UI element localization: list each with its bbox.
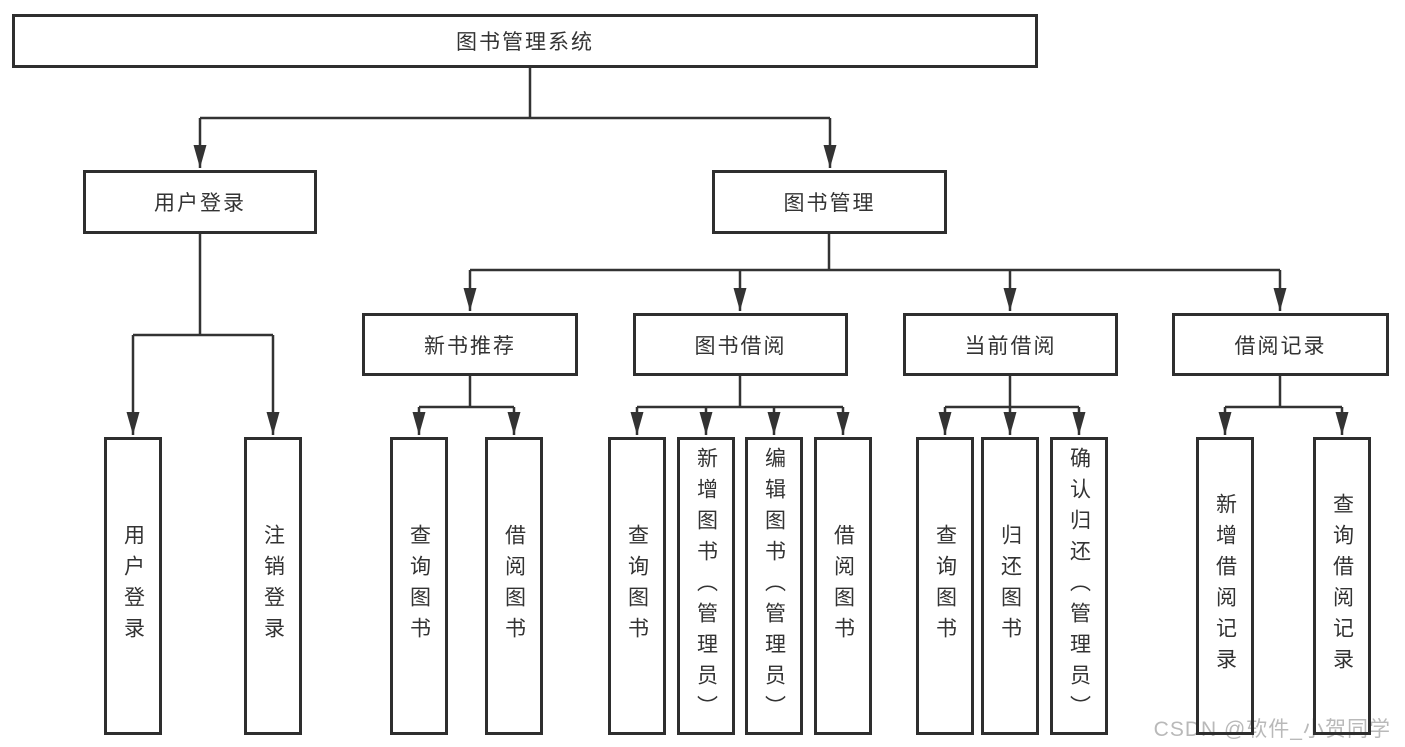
node-label: 查询借阅记录 <box>1330 493 1354 679</box>
leaf-query-books-borrow: 查询图书 <box>608 437 666 735</box>
node-label: 注销登录 <box>261 524 285 648</box>
node-new-book-recommend: 新书推荐 <box>362 313 578 376</box>
node-label: 当前借阅 <box>964 334 1057 358</box>
node-label: 确认归还（管理员） <box>1067 446 1091 726</box>
leaf-user-login: 用户登录 <box>104 437 162 735</box>
leaf-add-books-admin: 新增图书（管理员） <box>677 437 735 735</box>
node-label: 图书借阅 <box>694 334 787 358</box>
leaf-query-books-recommend: 查询图书 <box>390 437 448 735</box>
leaf-borrow-books: 借阅图书 <box>814 437 872 735</box>
node-label: 图书管理 <box>783 192 876 215</box>
node-label: 编辑图书（管理员） <box>762 446 786 726</box>
tree-edges <box>126 68 1349 435</box>
node-book-borrowing: 图书借阅 <box>633 313 848 376</box>
leaf-return-books: 归还图书 <box>981 437 1039 735</box>
leaf-edit-books-admin: 编辑图书（管理员） <box>745 437 803 735</box>
leaf-query-books-current: 查询图书 <box>916 437 974 735</box>
node-label: 用户登录 <box>121 524 145 648</box>
leaf-confirm-return-admin: 确认归还（管理员） <box>1050 437 1108 735</box>
node-label: 新增图书（管理员） <box>694 446 718 726</box>
leaf-logout: 注销登录 <box>244 437 302 735</box>
node-label: 查询图书 <box>407 524 431 648</box>
node-label: 新书推荐 <box>424 334 516 358</box>
node-label: 查询图书 <box>625 524 649 648</box>
node-label: 查询图书 <box>933 524 957 648</box>
node-label: 图书管理系统 <box>456 31 594 54</box>
leaf-add-borrow-record: 新增借阅记录 <box>1196 437 1254 735</box>
node-label: 用户登录 <box>154 192 246 215</box>
node-current-borrowing: 当前借阅 <box>903 313 1118 376</box>
node-borrow-records: 借阅记录 <box>1172 313 1389 376</box>
node-book-management: 图书管理 <box>712 170 947 234</box>
node-library-system: 图书管理系统 <box>12 14 1038 68</box>
leaf-query-borrow-record: 查询借阅记录 <box>1313 437 1371 735</box>
leaf-borrow-books-recommend: 借阅图书 <box>485 437 543 735</box>
node-user-login: 用户登录 <box>83 170 317 234</box>
node-label: 归还图书 <box>998 524 1022 648</box>
node-label: 新增借阅记录 <box>1213 493 1237 679</box>
node-label: 借阅图书 <box>502 524 526 648</box>
node-label: 借阅记录 <box>1234 334 1327 358</box>
node-label: 借阅图书 <box>831 524 855 648</box>
